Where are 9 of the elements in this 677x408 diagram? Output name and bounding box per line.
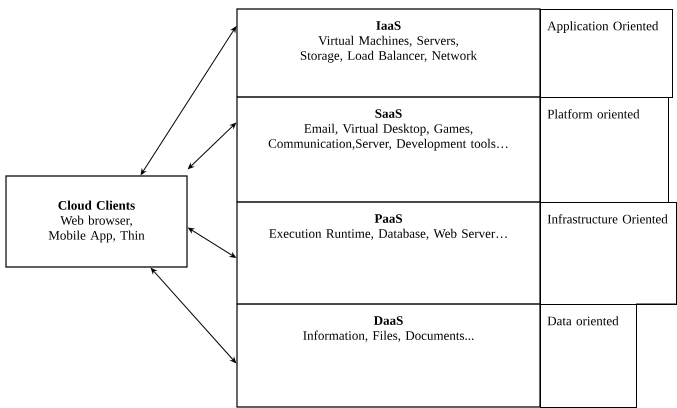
service-box: DaaS Information, Files, Documents... bbox=[236, 303, 541, 408]
client-box: Cloud Clients Web browser, Mobile App, Thin bbox=[5, 175, 188, 268]
category-box: Application Oriented bbox=[540, 9, 673, 98]
service-box: IaaS Virtual Machines, Servers, Storage, Load Balancer, Network bbox=[236, 8, 541, 98]
service-box: PaaS Execution Runtime, Database, Web Server… bbox=[236, 201, 541, 305]
category-box: Infrastructure Oriented bbox=[540, 202, 677, 305]
service-box: SaaS Email, Virtual Desktop, Games, Communication,Server, Development tools… bbox=[236, 96, 541, 203]
category-box: Platform oriented bbox=[540, 97, 669, 203]
category-box: Data oriented bbox=[540, 304, 637, 408]
